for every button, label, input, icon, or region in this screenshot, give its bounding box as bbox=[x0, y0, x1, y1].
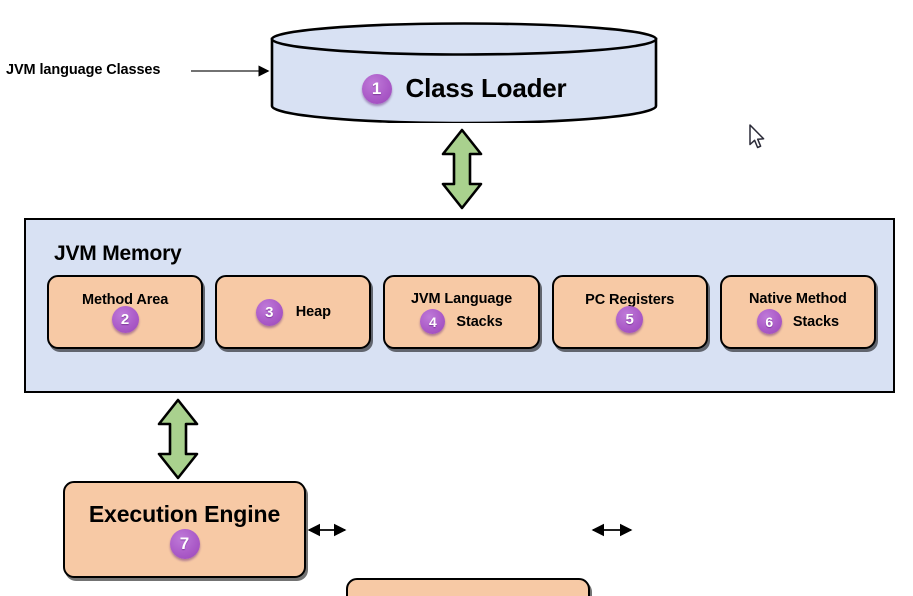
interface-libraries-double-arrow bbox=[591, 523, 633, 537]
execution-engine-label: Execution Engine bbox=[88, 500, 281, 527]
method-area-label: Method Area bbox=[82, 292, 169, 309]
jvm-memory-boxes: Method Area 2 3 Heap JVM Language 4 Stac… bbox=[47, 275, 877, 349]
class-loader-label: Class Loader bbox=[405, 73, 567, 103]
jvm-language-stacks-badge: 4 bbox=[420, 309, 446, 335]
execution-engine-badge: 7 bbox=[169, 529, 200, 560]
jvm-language-stacks-box[interactable]: JVM Language 4 Stacks bbox=[383, 275, 540, 349]
pc-registers-badge: 5 bbox=[616, 306, 644, 334]
native-method-stacks-label-line2: Stacks bbox=[792, 313, 839, 330]
loader-memory-double-arrow bbox=[441, 128, 483, 210]
pc-registers-label: PC Registers bbox=[585, 291, 675, 308]
heap-badge: 3 bbox=[255, 298, 283, 326]
memory-engine-double-arrow bbox=[157, 398, 199, 480]
method-area-badge: 2 bbox=[111, 305, 139, 333]
jvm-language-stacks-label-line2: Stacks bbox=[456, 313, 503, 330]
mouse-cursor-icon bbox=[749, 124, 765, 149]
class-loader-node[interactable]: 1 Class Loader bbox=[270, 22, 658, 123]
classes-to-loader-arrow bbox=[191, 65, 270, 77]
jvm-memory-panel: JVM Memory Method Area 2 3 Heap JVM Lang bbox=[24, 218, 895, 393]
method-area-box[interactable]: Method Area 2 bbox=[47, 275, 204, 349]
jvm-language-stacks-label-line1: JVM Language bbox=[410, 290, 513, 307]
jvm-memory-title: JVM Memory bbox=[54, 242, 182, 265]
engine-interface-double-arrow bbox=[307, 523, 347, 537]
native-method-stacks-badge: 6 bbox=[756, 309, 782, 335]
heap-box[interactable]: 3 Heap bbox=[215, 275, 372, 349]
class-loader-badge: 1 bbox=[361, 73, 392, 104]
native-method-interface-box[interactable]: Native Method Interface 8 bbox=[346, 578, 590, 596]
jvm-language-classes-label: JVM language Classes bbox=[6, 62, 161, 78]
bottom-row: Execution Engine 7 Native Method Interfa… bbox=[0, 481, 913, 596]
pc-registers-box[interactable]: PC Registers 5 bbox=[551, 275, 708, 349]
heap-label: Heap bbox=[295, 303, 331, 320]
cylinder-shape bbox=[270, 22, 658, 123]
native-method-stacks-box[interactable]: Native Method 6 Stacks bbox=[719, 275, 877, 349]
execution-engine-box[interactable]: Execution Engine 7 bbox=[63, 481, 306, 578]
native-method-stacks-label-line1: Native Method bbox=[749, 290, 847, 307]
